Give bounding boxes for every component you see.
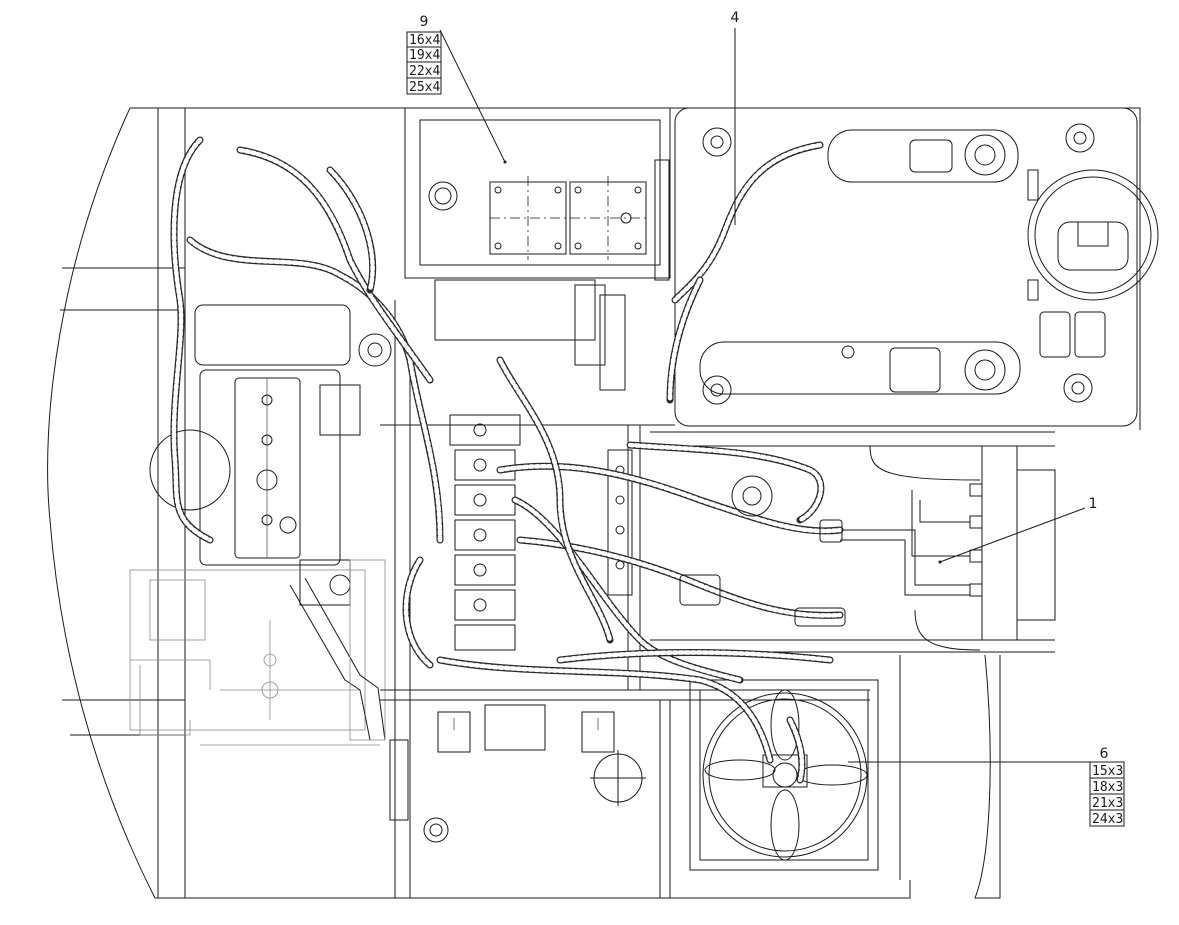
lower-components	[389, 704, 646, 843]
callout-1-number: 1	[1089, 496, 1098, 512]
hose-fittings	[679, 475, 846, 627]
tank-cover	[404, 107, 671, 281]
callout-9-size-2: 19x4	[409, 48, 440, 63]
callout-9: 9 16x4 19x4 22x4 25x4	[406, 14, 442, 95]
callout-6-number: 6	[1100, 746, 1109, 762]
callout-9-size-1: 16x4	[409, 33, 440, 48]
center-frame	[380, 300, 901, 898]
operator-platform	[674, 107, 1159, 427]
callout-6-size-2: 18x3	[1092, 780, 1123, 795]
callout-1: 1	[1089, 496, 1098, 512]
pump-ghost	[129, 559, 386, 746]
hose-bundle	[170, 136, 844, 784]
leader-lines	[439, 28, 1092, 763]
callout-6-size-1: 15x3	[1092, 764, 1123, 779]
callout-4: 4	[731, 10, 740, 26]
right-frame	[650, 431, 1056, 653]
callout-4-number: 4	[731, 10, 740, 26]
callout-9-size-4: 25x4	[409, 80, 440, 95]
callout-9-size-3: 22x4	[409, 64, 440, 79]
control-valve-stack	[434, 279, 633, 651]
callout-9-number: 9	[420, 14, 429, 30]
callout-6-size-4: 24x3	[1092, 812, 1123, 827]
cooler-fan	[689, 679, 879, 871]
engine	[149, 304, 392, 606]
callout-6: 6 15x3 18x3 21x3 24x3	[1089, 746, 1125, 827]
callout-6-size-3: 21x3	[1092, 796, 1123, 811]
